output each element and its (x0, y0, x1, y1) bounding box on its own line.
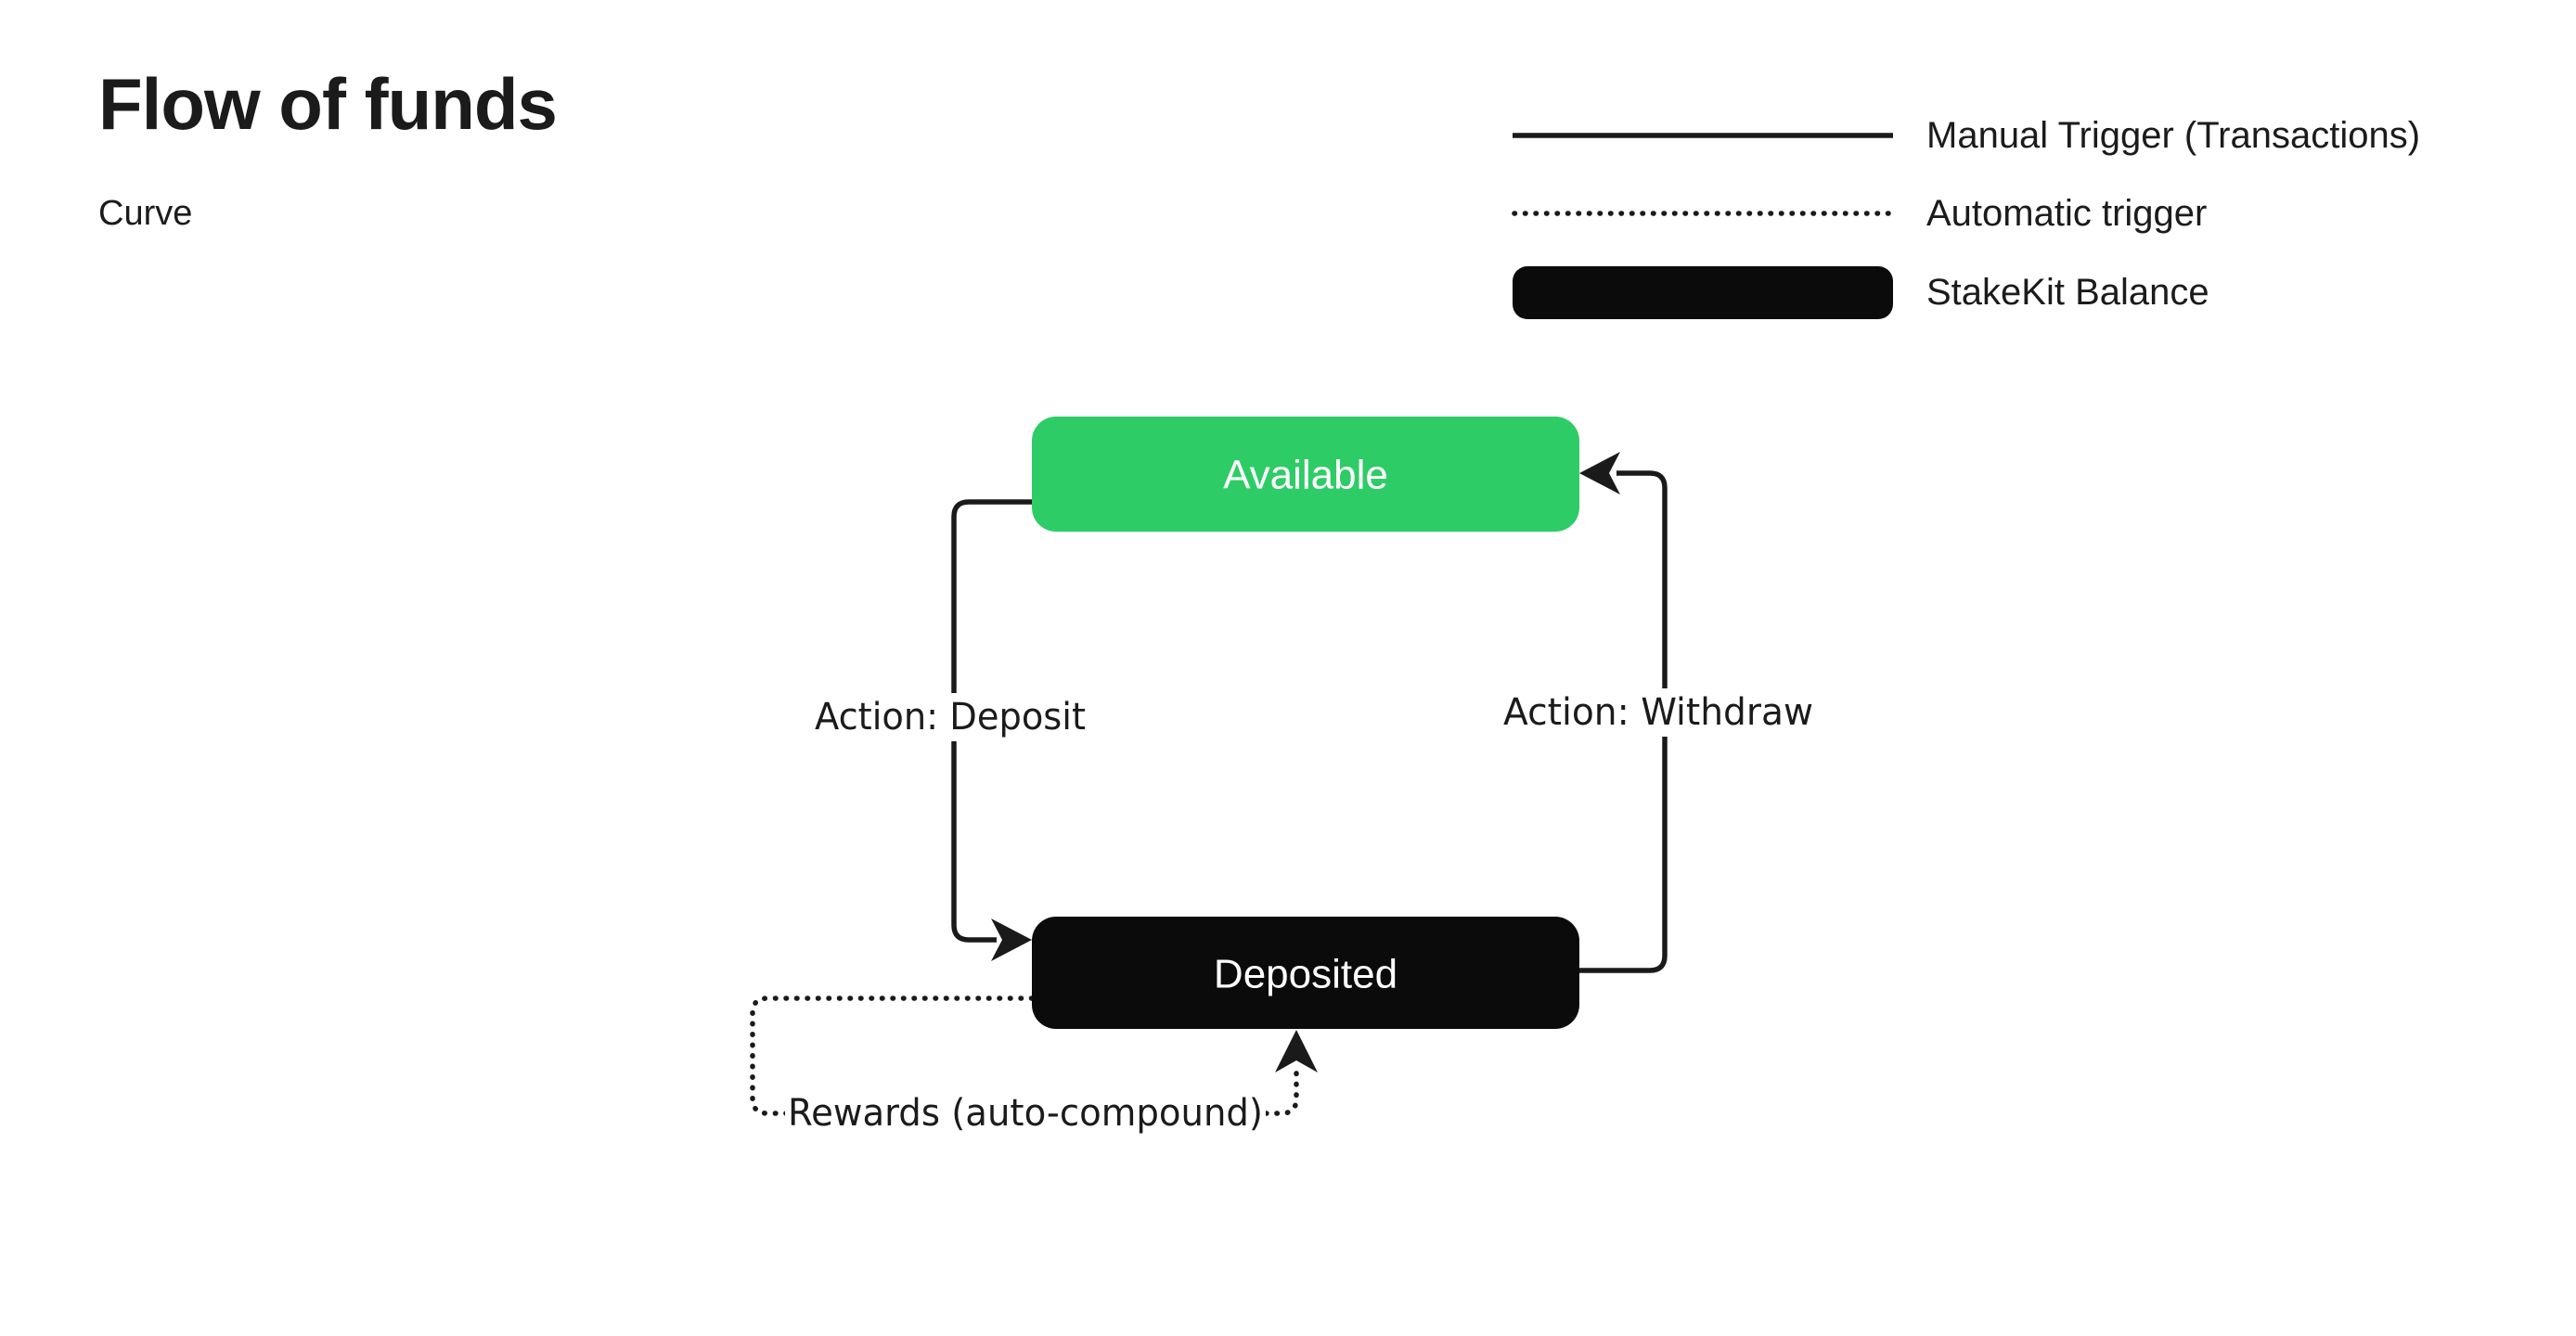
edge-deposit-label: Action: Deposit (815, 696, 1086, 739)
legend: Manual Trigger (Transactions) Automatic … (1512, 115, 2420, 319)
edge-rewards-label-group: Rewards (auto-compound) (785, 1089, 1266, 1137)
legend-item-manual-trigger: Manual Trigger (Transactions) (1513, 115, 2420, 156)
node-deposited: Deposited (1032, 917, 1579, 1029)
edge-rewards-label: Rewards (auto-compound) (788, 1092, 1263, 1135)
node-deposited-box (1032, 917, 1579, 1029)
legend-item-automatic-trigger: Automatic trigger (1512, 193, 2207, 234)
stakekit-balance-swatch (1513, 266, 1893, 319)
node-available-label: Available (1223, 453, 1388, 498)
edge-deposit-label-bg (804, 693, 1097, 741)
arrowhead-left-icon (1579, 452, 1620, 495)
page-title: Flow of funds (98, 63, 557, 145)
edge-rewards-label-bg (785, 1089, 1266, 1137)
arrowhead-right-icon (991, 918, 1032, 961)
node-deposited-label: Deposited (1214, 952, 1397, 997)
arrowhead-up-icon (1275, 1030, 1318, 1073)
legend-label-automatic-trigger: Automatic trigger (1926, 193, 2207, 234)
legend-item-stakekit-balance: StakeKit Balance (1513, 266, 2209, 319)
node-available: Available (1032, 417, 1579, 532)
subtitle-network: Curve (98, 194, 192, 233)
node-available-box (1032, 417, 1579, 532)
edge-withdraw-label-group: Action: Withdraw (1492, 688, 1824, 737)
edge-deposit-label-group: Action: Deposit (804, 693, 1097, 741)
legend-label-manual-trigger: Manual Trigger (Transactions) (1926, 115, 2420, 156)
edge-rewards (750, 996, 1318, 1116)
legend-label-stakekit-balance: StakeKit Balance (1926, 272, 2209, 313)
edge-rewards-path (750, 996, 1299, 1116)
edge-withdraw-label: Action: Withdraw (1503, 691, 1813, 734)
edge-withdraw-label-bg (1492, 688, 1824, 737)
